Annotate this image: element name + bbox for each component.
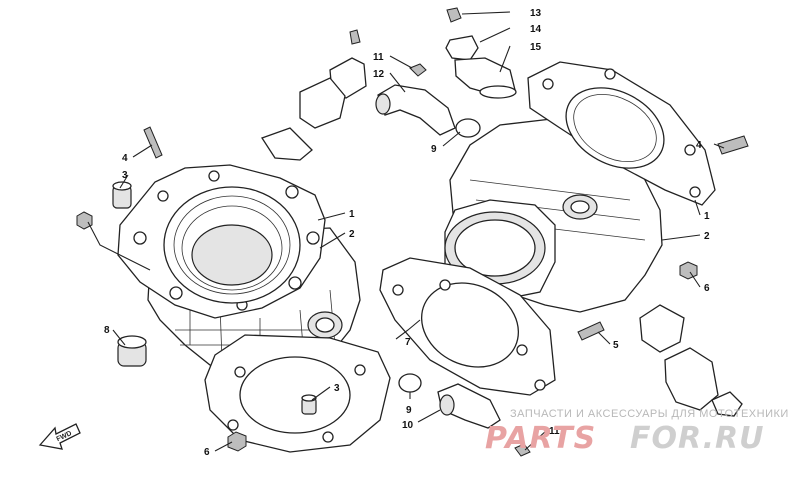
watermark: ЗАПЧАСТИ И АКСЕССУАРЫ ДЛЯ МОТОТЕХНИКИ PA… bbox=[485, 408, 789, 456]
fwd-arrow: FWD bbox=[38, 423, 81, 450]
callout-15: 15 bbox=[530, 42, 542, 53]
left-cylinder-assembly bbox=[76, 126, 391, 453]
left-tensioner-stack bbox=[261, 29, 367, 161]
watermark-tagline: ЗАПЧАСТИ И АКСЕССУАРЫ ДЛЯ МОТОТЕХНИКИ bbox=[510, 408, 789, 420]
callout-3-left: 3 bbox=[122, 170, 128, 181]
callout-10: 10 bbox=[402, 420, 414, 431]
callout-12: 12 bbox=[373, 69, 385, 80]
callout-2-left: 2 bbox=[349, 229, 355, 240]
callout-5: 5 bbox=[613, 340, 619, 351]
callout-7: 7 bbox=[405, 337, 411, 348]
left-stud bbox=[143, 126, 163, 159]
callout-6-right: 6 bbox=[704, 283, 710, 294]
callout-6-bottom: 6 bbox=[204, 447, 210, 458]
callout-8: 8 bbox=[104, 325, 110, 336]
watermark-logo-left: PARTS bbox=[485, 421, 596, 456]
callout-3-bottom: 3 bbox=[334, 383, 340, 394]
callout-9-top: 9 bbox=[431, 144, 437, 155]
watermark-logo-right: FOR.RU bbox=[630, 421, 765, 456]
callout-9-bottom: 9 bbox=[406, 405, 412, 416]
right-tensioner bbox=[639, 304, 743, 417]
callout-1-left: 1 bbox=[349, 209, 355, 220]
callout-2-right: 2 bbox=[704, 231, 710, 242]
callout-14: 14 bbox=[530, 24, 542, 35]
callout-11-top: 11 bbox=[373, 52, 384, 63]
callouts: 13 14 15 11 12 9 4 3 1 2 8 3 6 7 9 10 11… bbox=[104, 8, 710, 458]
callout-11-bottom: 11 bbox=[549, 426, 560, 437]
right-cylinder-assembly bbox=[379, 61, 749, 396]
callout-13: 13 bbox=[530, 8, 542, 19]
callout-4-left: 4 bbox=[122, 153, 128, 164]
callout-1-right: 1 bbox=[704, 211, 710, 222]
callout-4-right: 4 bbox=[696, 140, 702, 151]
leader-lines bbox=[87, 11, 725, 452]
